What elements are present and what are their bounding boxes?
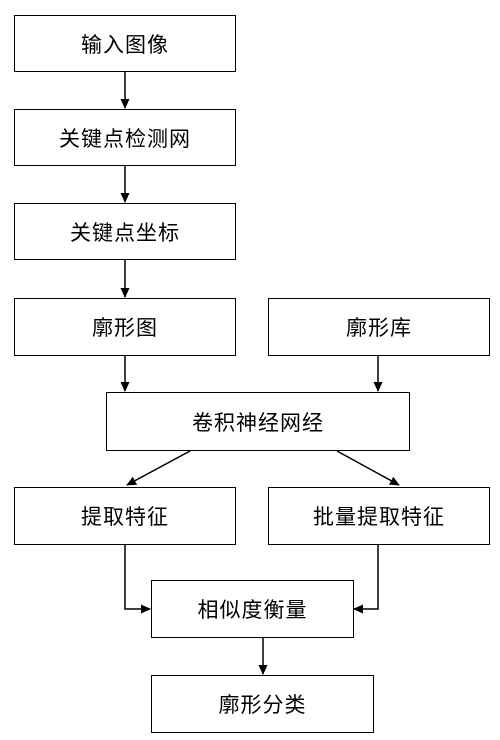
node-keypoint-detection-net: 关键点检测网 bbox=[14, 109, 236, 166]
arrow-cnn-to-extract bbox=[126, 450, 191, 486]
arrow-cnn-to-batch-extract bbox=[336, 450, 400, 486]
node-batch-extract-features: 批量提取特征 bbox=[268, 487, 490, 545]
node-keypoint-coordinates: 关键点坐标 bbox=[14, 203, 236, 260]
node-cnn: 卷积神经网经 bbox=[106, 392, 410, 451]
arrow-extract-to-similarity bbox=[124, 545, 151, 614]
node-contour-library: 廓形库 bbox=[268, 298, 490, 356]
node-input-image: 输入图像 bbox=[14, 15, 236, 72]
node-contour-classification: 廓形分类 bbox=[151, 675, 374, 733]
node-extract-features: 提取特征 bbox=[14, 487, 236, 545]
node-contour-map: 廓形图 bbox=[14, 298, 236, 356]
arrow-batch-extract-to-similarity bbox=[353, 545, 379, 614]
node-similarity-measure: 相似度衡量 bbox=[151, 580, 354, 638]
